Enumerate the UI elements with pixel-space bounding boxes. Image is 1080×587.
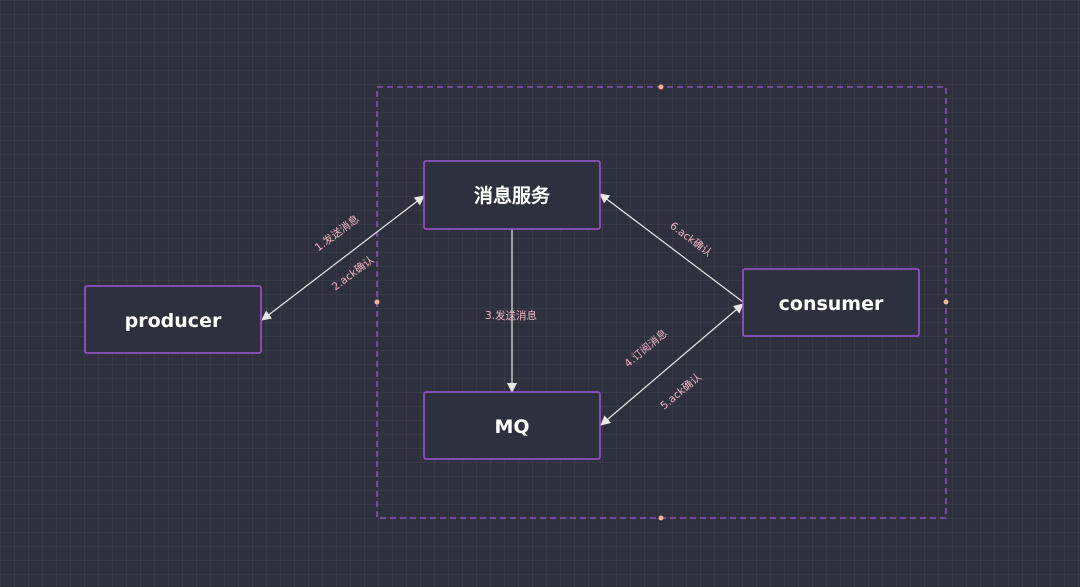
edge-consumer-service[interactable] — [599, 193, 744, 303]
node-producer[interactable]: producer — [84, 285, 262, 354]
node-message-service-box[interactable] — [423, 160, 601, 230]
node-consumer[interactable]: consumer — [742, 268, 920, 337]
node-mq-box[interactable] — [423, 391, 601, 460]
edge-label-ack-to-mq: 5.ack确认 — [658, 370, 705, 412]
handle-left[interactable] — [374, 299, 380, 305]
edge-label-service-to-mq: 3.发送消息 — [485, 309, 537, 322]
node-consumer-box[interactable] — [742, 268, 920, 337]
node-mq-label: MQ — [494, 416, 529, 438]
edge-label-ack-to-service: 6.ack确认 — [668, 219, 716, 259]
edge-label-ack-to-producer: 2.ack确认 — [329, 253, 377, 293]
handle-bottom[interactable] — [658, 515, 664, 521]
handle-top[interactable] — [658, 84, 664, 90]
edge-producer-service[interactable] — [261, 195, 425, 321]
node-consumer-label: consumer — [779, 293, 884, 315]
edge-label-send-to-service: 1.发送消息 — [312, 212, 361, 254]
edge-consumer-mq[interactable] — [600, 303, 744, 426]
node-producer-box[interactable] — [84, 285, 262, 354]
edge-label-subscribe: 4.订阅消息 — [622, 327, 670, 370]
node-message-service[interactable]: 消息服务 — [423, 160, 601, 230]
node-mq[interactable]: MQ — [423, 391, 601, 460]
handle-right[interactable] — [943, 299, 949, 305]
node-message-service-label: 消息服务 — [474, 184, 551, 207]
node-producer-label: producer — [125, 310, 222, 332]
